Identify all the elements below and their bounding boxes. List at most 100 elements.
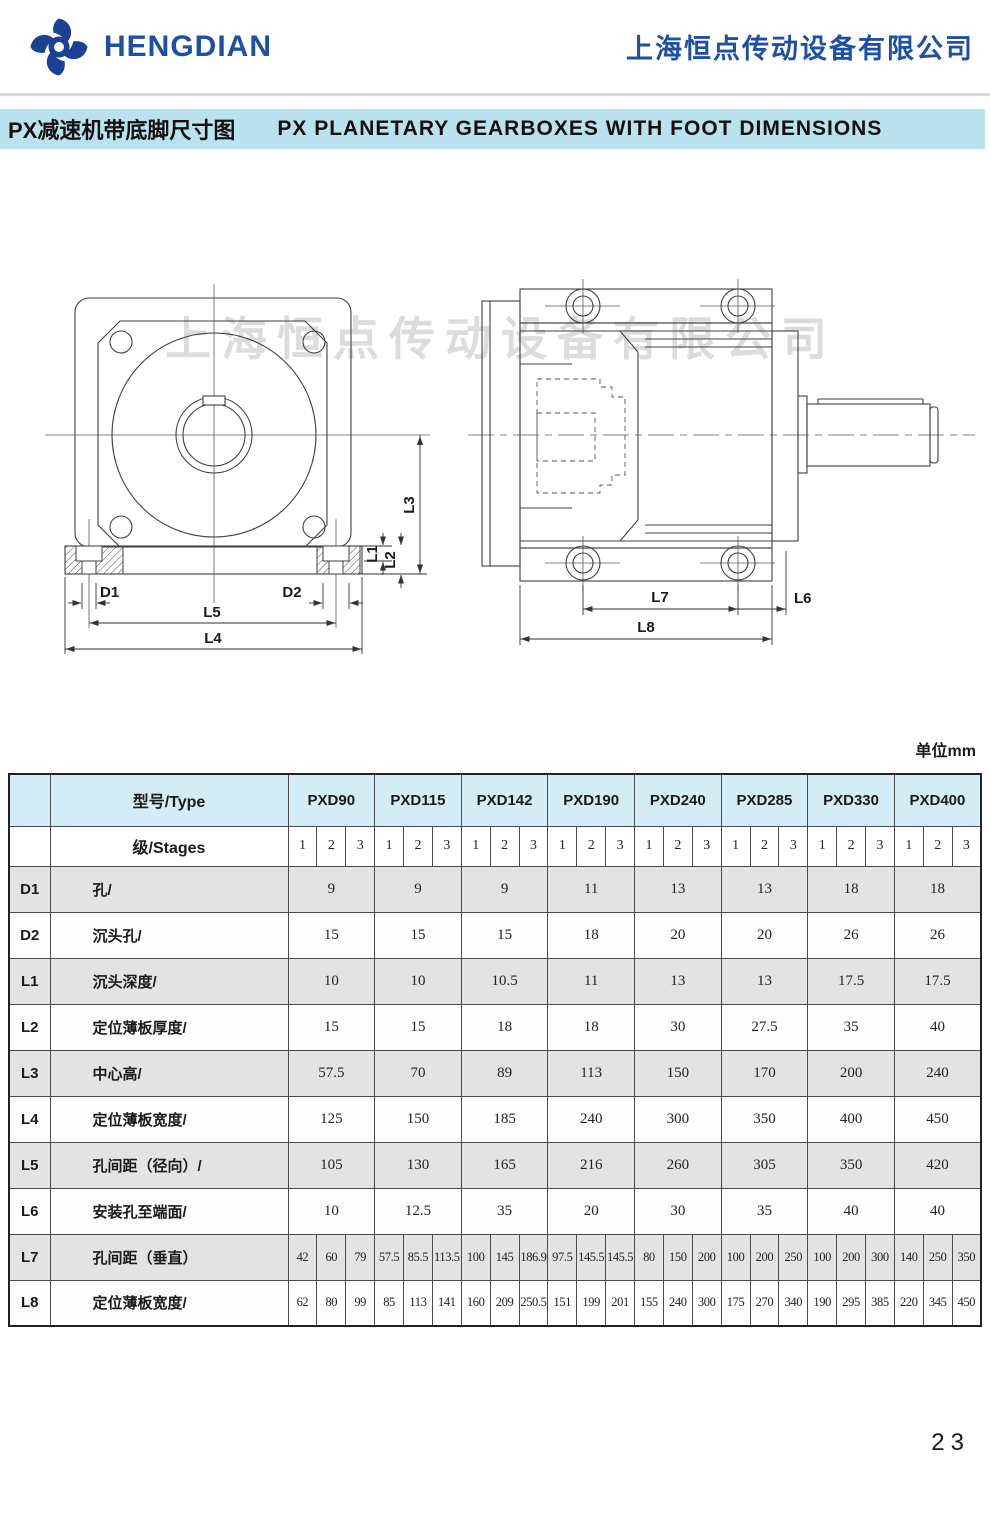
page-number: 23: [931, 1429, 970, 1456]
value-cell: 35: [807, 1003, 895, 1051]
value-cell: 150: [662, 1233, 693, 1281]
corner-cell: [8, 773, 51, 827]
stage-header: 1: [720, 825, 751, 867]
value-cell: 300: [634, 1095, 722, 1143]
stage-header: 1: [634, 825, 664, 867]
value-cell: 40: [893, 1003, 982, 1051]
value-cell: 11: [547, 865, 635, 913]
stage-header: 2: [316, 825, 347, 867]
row-key: D1: [8, 865, 51, 913]
corner-cell-2: [8, 825, 51, 867]
value-cell: 30: [634, 1003, 722, 1051]
value-cell: 99: [345, 1279, 376, 1327]
model-header-pxd115: PXD115: [374, 773, 462, 827]
row-label: 中心高/: [49, 1049, 289, 1097]
row-label: 沉头深度/: [49, 957, 289, 1005]
value-cell: 80: [634, 1233, 664, 1281]
value-cell: 270: [749, 1279, 780, 1327]
value-cell: 200: [807, 1049, 895, 1097]
dim-label-l6: L6: [794, 590, 812, 607]
value-cell: 15: [374, 911, 462, 959]
value-cell: 15: [287, 911, 376, 959]
value-cell: 145.5: [576, 1233, 607, 1281]
value-cell: 9: [460, 865, 549, 913]
value-cell: 100: [720, 1233, 751, 1281]
value-cell: 295: [836, 1279, 866, 1327]
value-cell: 350: [807, 1141, 895, 1189]
stage-header: 3: [951, 825, 982, 867]
value-cell: 190: [807, 1279, 838, 1327]
brand-block: HENGDIAN: [28, 16, 272, 78]
stage-header: 3: [605, 825, 635, 867]
value-cell: 105: [287, 1141, 376, 1189]
value-cell: 13: [720, 957, 809, 1005]
value-cell: 450: [893, 1095, 982, 1143]
value-cell: 35: [460, 1187, 549, 1235]
row-key: L3: [8, 1049, 51, 1097]
value-cell: 141: [431, 1279, 462, 1327]
value-cell: 145.5: [605, 1233, 635, 1281]
value-cell: 240: [547, 1095, 635, 1143]
value-cell: 15: [374, 1003, 462, 1051]
value-cell: 15: [460, 911, 549, 959]
value-cell: 70: [374, 1049, 462, 1097]
value-cell: 89: [460, 1049, 549, 1097]
value-cell: 350: [720, 1095, 809, 1143]
stage-header: 1: [893, 825, 924, 867]
dim-label-l5: L5: [203, 604, 221, 621]
value-cell: 60: [316, 1233, 347, 1281]
value-cell: 170: [720, 1049, 809, 1097]
value-cell: 130: [374, 1141, 462, 1189]
row-key: L4: [8, 1095, 51, 1143]
stage-header: 2: [662, 825, 693, 867]
model-header-pxd330: PXD330: [807, 773, 895, 827]
value-cell: 300: [691, 1279, 722, 1327]
row-key: D2: [8, 911, 51, 959]
units-note: 单位mm: [915, 743, 976, 760]
value-cell: 10: [287, 1187, 376, 1235]
dim-label-l7: L7: [651, 589, 669, 606]
value-cell: 151: [547, 1279, 578, 1327]
stage-header: 1: [374, 825, 404, 867]
value-cell: 18: [460, 1003, 549, 1051]
value-cell: 35: [720, 1187, 809, 1235]
value-cell: 57.5: [287, 1049, 376, 1097]
title-bar: PX减速机带底脚尺寸图 PX PLANETARY GEARBOXES WITH …: [0, 109, 985, 149]
value-cell: 20: [547, 1187, 635, 1235]
stage-header: 1: [460, 825, 491, 867]
brand-name: HENGDIAN: [104, 29, 273, 63]
row-label: 定位薄板宽度/: [49, 1095, 289, 1143]
value-cell: 13: [720, 865, 809, 913]
value-cell: 79: [345, 1233, 376, 1281]
value-cell: 113: [403, 1279, 433, 1327]
value-cell: 250: [922, 1233, 953, 1281]
value-cell: 62: [287, 1279, 318, 1327]
value-cell: 26: [893, 911, 982, 959]
stage-header: 2: [489, 825, 520, 867]
stage-header: 3: [778, 825, 809, 867]
value-cell: 260: [634, 1141, 722, 1189]
value-cell: 350: [951, 1233, 982, 1281]
value-cell: 18: [547, 911, 635, 959]
value-cell: 165: [460, 1141, 549, 1189]
value-cell: 15: [287, 1003, 376, 1051]
value-cell: 17.5: [893, 957, 982, 1005]
value-cell: 18: [547, 1003, 635, 1051]
value-cell: 97.5: [547, 1233, 578, 1281]
value-cell: 199: [576, 1279, 607, 1327]
value-cell: 250: [778, 1233, 809, 1281]
row-label: 安装孔至端面/: [49, 1187, 289, 1235]
stage-header: 3: [691, 825, 722, 867]
page-header: HENGDIAN 上海恒点传动设备有限公司: [0, 0, 990, 96]
value-cell: 450: [951, 1279, 982, 1327]
value-cell: 113.5: [431, 1233, 462, 1281]
row-label: 定位薄板厚度/: [49, 1003, 289, 1051]
stage-header: 3: [518, 825, 549, 867]
stage-header: 2: [576, 825, 607, 867]
